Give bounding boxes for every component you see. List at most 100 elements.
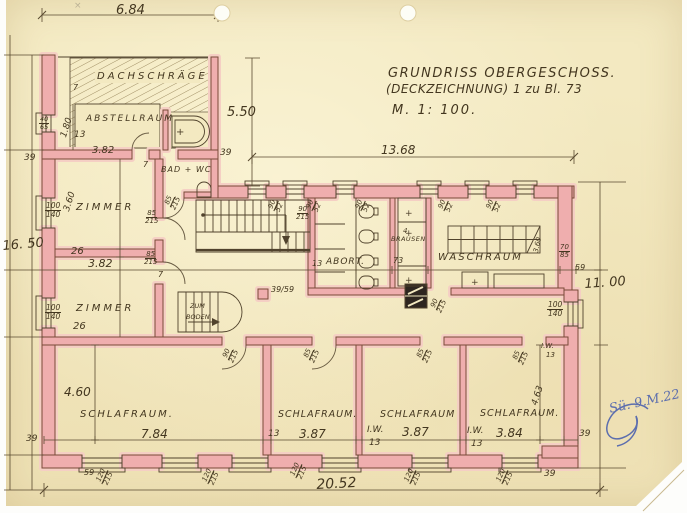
- svg-text:+: +: [471, 278, 479, 288]
- room-label-abstellraum: ABSTELLRAUM: [86, 114, 175, 124]
- corner-crease: [642, 469, 685, 512]
- room-label-schlafraum-3: SCHLAFRAUM: [380, 409, 456, 420]
- dim-wall-13-c: 13: [471, 439, 483, 449]
- room-label-schlafraum-4: SCHLAFRAUM.: [480, 408, 560, 419]
- chimney-icon: [404, 283, 428, 309]
- label-brausen-count: 4: [403, 227, 408, 235]
- dim-total-top: 6.84: [116, 3, 145, 18]
- main-staircase: [195, 199, 311, 253]
- room-label-abort: ABORT.: [326, 257, 365, 267]
- dim-wall-13-b: 13: [369, 438, 381, 448]
- bathtub-icon: +: [171, 115, 210, 148]
- dim-right-height: 11. 00: [583, 274, 627, 292]
- shower-stalls: + + +: [397, 197, 427, 287]
- dim-wall-7-a: 7: [73, 83, 79, 92]
- room-label-dachschraege: DACHSCHRÄGE: [97, 71, 208, 82]
- hole-punch: [213, 4, 417, 22]
- dim-abort-wall: 13: [312, 259, 323, 268]
- room-label-zimmer-top: ZIMMER: [76, 202, 135, 213]
- title-scale: M. 1: 100.: [392, 103, 478, 118]
- title-line2: (DECKZEICHNUNG) 1 zu Bl. 73: [386, 82, 583, 96]
- room-label-schlafraum-1: SCHLAFRAUM.: [80, 409, 174, 420]
- dim-iw-3: I.W.: [541, 342, 554, 350]
- dim-wall-13-e: 13: [74, 130, 86, 140]
- label-zum-boden-1: ZUM: [190, 302, 205, 310]
- dim-wall-39-c: 39: [26, 434, 38, 444]
- dim-schlafraum4-width: 3.84: [496, 426, 523, 440]
- dim-wall-7-c: 7: [158, 270, 164, 279]
- window-icons: [35, 112, 584, 473]
- dim-wall-39-b: 39: [220, 148, 232, 158]
- room-label-brausen: BRAUSEN: [391, 235, 426, 243]
- room-label-zimmer-bottom: ZIMMER: [76, 303, 135, 314]
- dim-column: 39/59: [271, 285, 295, 294]
- dim-59-a: 59: [84, 468, 95, 477]
- signature-stroke: [606, 403, 649, 447]
- dim-zimmer-width: 3.82: [88, 257, 113, 270]
- dim-abstellraum-height: 1.80: [59, 116, 75, 139]
- dim-wall-13-d: 13: [546, 351, 555, 359]
- dimension-lines: [4, 8, 626, 497]
- dim-abstellraum-width: 3.82: [92, 145, 115, 156]
- attic-staircase: [177, 291, 243, 333]
- dim-wall-13-a: 13: [268, 429, 280, 439]
- svg-text:+: +: [176, 127, 184, 138]
- room-label-bad-wc: BAD + WC: [161, 165, 212, 174]
- dim-wall-26-b: 26: [73, 321, 86, 332]
- room-label-waschraum: WASCHRAUM: [438, 252, 523, 263]
- dim-washtable-length: 3.60: [532, 236, 544, 254]
- signature: Sü. 9.M.22: [607, 387, 682, 417]
- svg-text:+: +: [405, 209, 413, 219]
- dim-schlafraum2-width: 3.87: [299, 427, 326, 441]
- title-line1: GRUNDRISS OBERGESCHOSS.: [388, 66, 617, 81]
- dim-schlafraum1-height: 4.60: [64, 385, 91, 399]
- dim-wall-39-d: 39: [544, 469, 556, 479]
- svg-text:+: +: [405, 276, 413, 286]
- dim-total-left: 16. 50: [1, 235, 45, 254]
- svg-text:+: +: [405, 229, 413, 239]
- dim-schlafraum4-height: 4.63: [530, 384, 546, 407]
- dim-wall-39-e: 39: [579, 429, 591, 439]
- dachschraege-hatch: [44, 56, 217, 149]
- dim-schlafraum3-width: 3.87: [402, 425, 429, 439]
- label-zum-boden-2: BODEN: [186, 313, 210, 321]
- room-label-schlafraum-2: SCHLAFRAUM.: [278, 409, 358, 420]
- dim-wall-39-a: 39: [24, 153, 36, 163]
- pencil-check-mark: ×: [74, 1, 82, 11]
- dim-schlafraum1-width: 7.84: [141, 427, 168, 441]
- dim-wall-7-b: 7: [143, 160, 149, 169]
- dim-59-b: 59: [575, 263, 586, 272]
- dim-iw-1: I.W.: [367, 425, 384, 435]
- door-icons: [131, 132, 337, 370]
- dim-wall-26-a: 26: [71, 246, 84, 257]
- dim-upper-height: 5.50: [227, 105, 256, 120]
- dim-total-bottom: 20.52: [315, 474, 357, 493]
- dim-brausen-width: 73: [393, 256, 404, 265]
- wc-icon: [196, 181, 212, 198]
- dim-iw-2: I.W.: [467, 426, 484, 436]
